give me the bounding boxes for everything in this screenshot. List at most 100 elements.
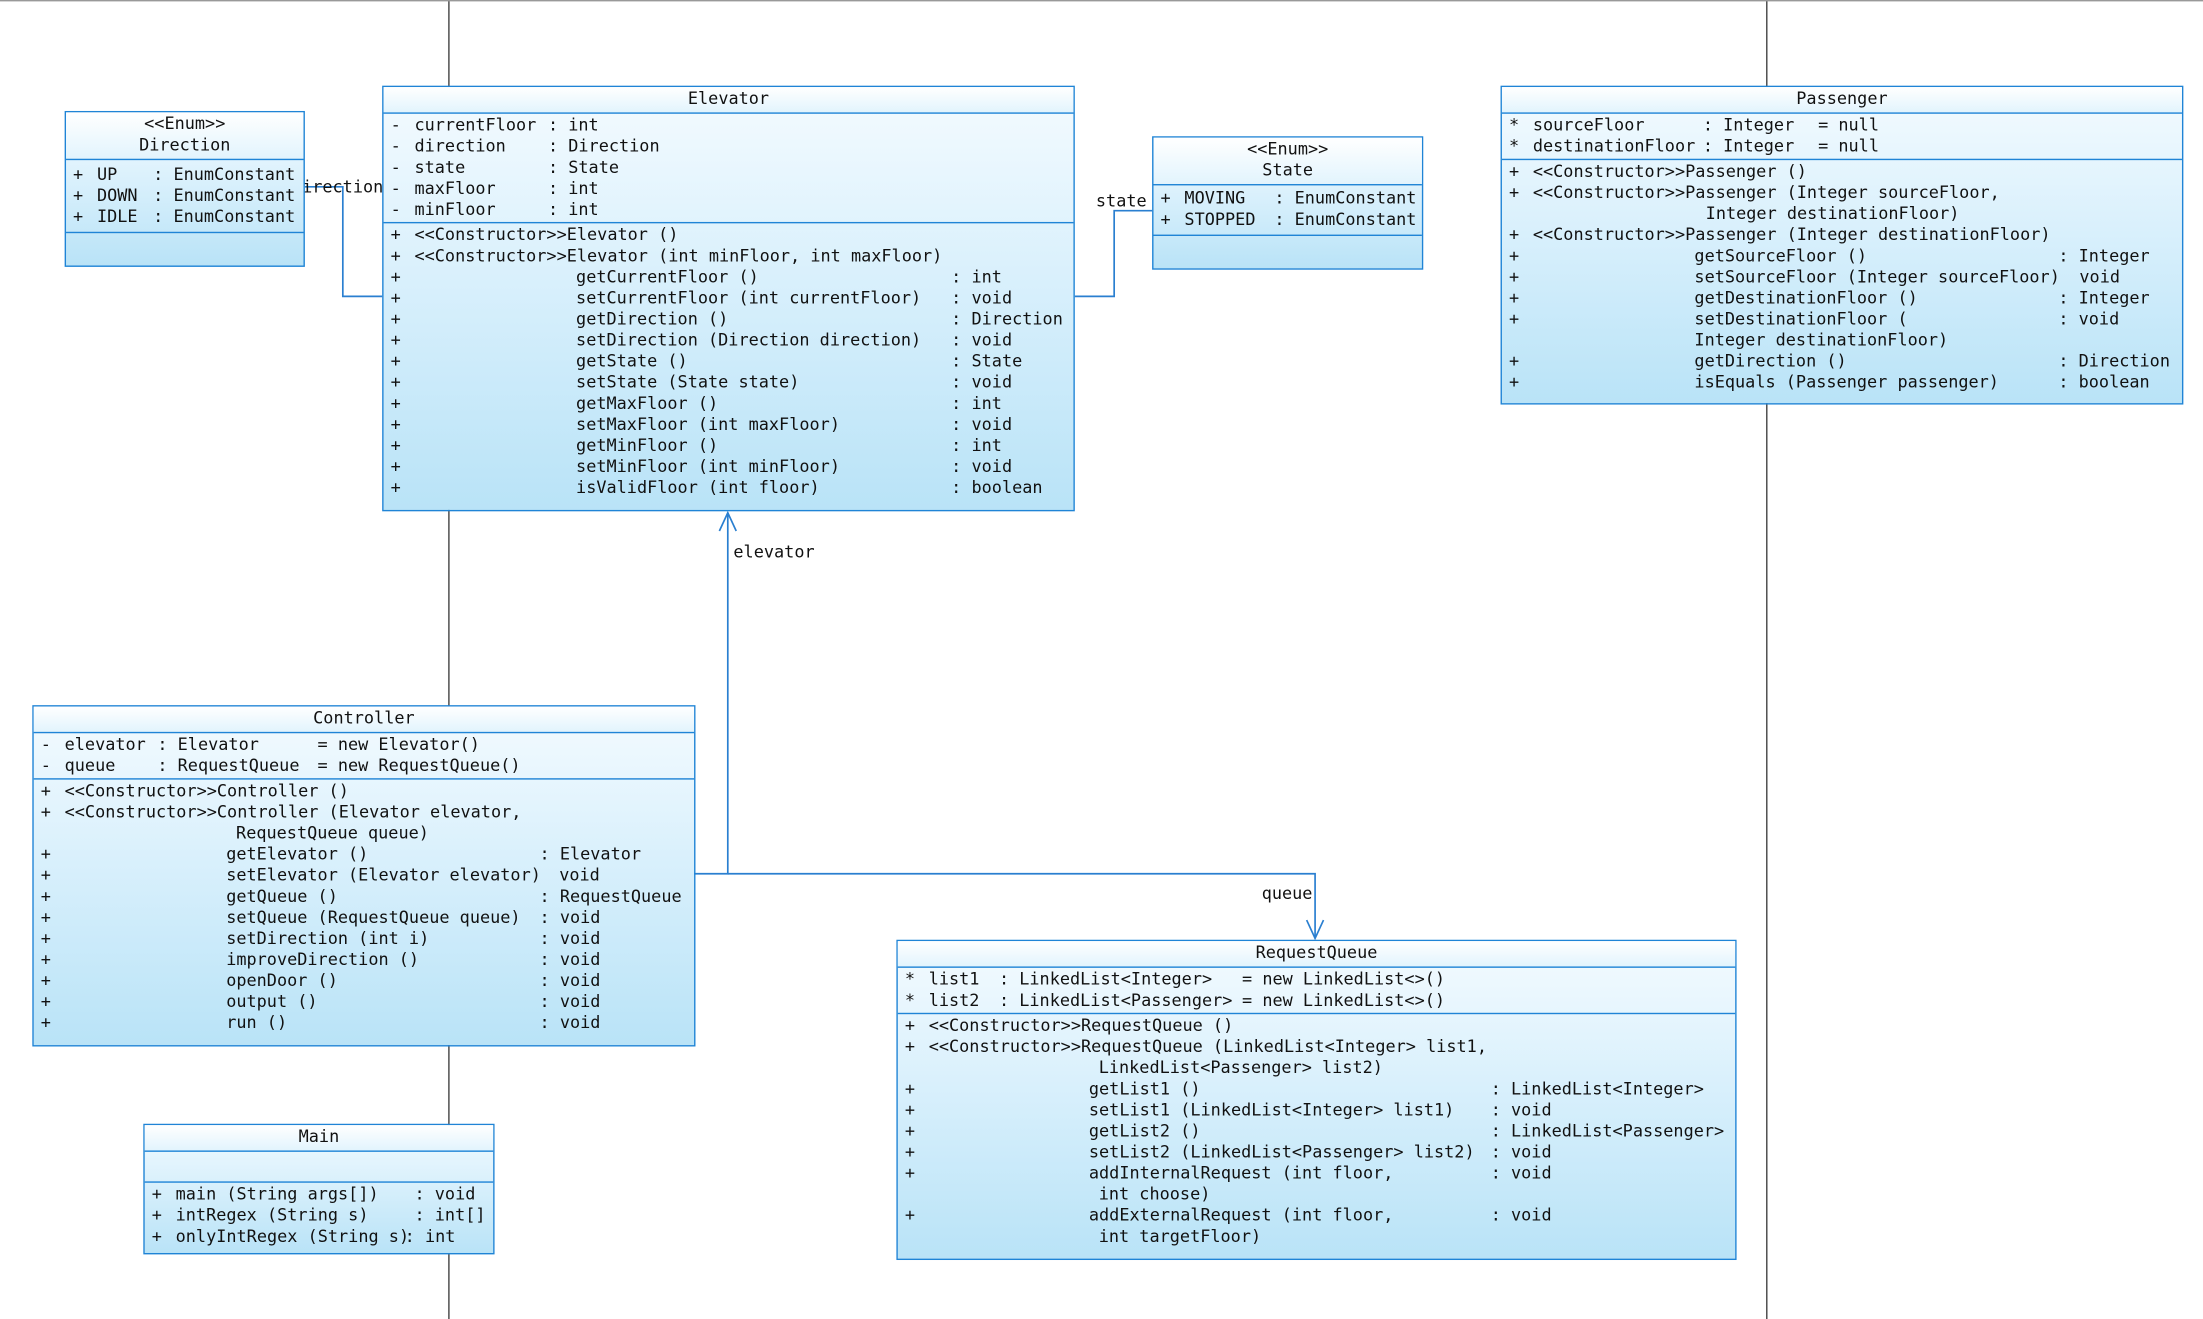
operation-signature: <<Constructor>>Elevator (int minFloor, i…: [414, 245, 943, 266]
state-enum-class[interactable]: <<Enum>> State +MOVING: EnumConstant +ST…: [1152, 136, 1424, 270]
direction-association: [304, 185, 383, 298]
class-header: Main: [144, 1125, 494, 1152]
passenger-class[interactable]: Passenger *sourceFloor: Integer= null *d…: [1500, 85, 2184, 405]
literal-type: : EnumConstant: [1274, 188, 1417, 208]
literal-name: DOWN: [96, 185, 138, 206]
operation-signature: getDestinationFloor (): [1694, 287, 1918, 308]
operation-row: +<<Constructor>>Passenger (Integer desti…: [1502, 225, 2182, 246]
operation-signature: <<Constructor>>RequestQueue (): [928, 1015, 1234, 1036]
visibility: +: [40, 844, 51, 864]
literal-row: +UP: EnumConstant: [66, 164, 303, 185]
operation-signature: output (): [226, 991, 318, 1012]
return-type: : void: [951, 456, 1013, 477]
attribute-name: maxFloor: [414, 178, 496, 199]
return-type: : int: [404, 1226, 456, 1246]
literal-name: STOPPED: [1184, 209, 1256, 229]
visibility: +: [1160, 188, 1171, 208]
return-type: : void: [1490, 1142, 1552, 1162]
attributes-compartment: *sourceFloor: Integer= null *destination…: [1501, 114, 2182, 161]
literal-row: +MOVING: EnumConstant: [1154, 188, 1422, 209]
operation-signature: setDirection (Direction direction): [576, 330, 922, 350]
visibility: +: [390, 224, 401, 245]
operation-signature: <<Constructor>>Controller (): [64, 781, 349, 801]
operation-signature: <<Constructor>>RequestQueue (LinkedList<…: [928, 1036, 1487, 1057]
class-header: Controller: [33, 706, 695, 734]
return-type: : int[]: [414, 1205, 486, 1225]
visibility: +: [151, 1205, 162, 1225]
elevator-role-label: elevator: [733, 542, 815, 562]
operation-row: +addInternalRequest (int floor,int choos…: [898, 1163, 1735, 1205]
operation-signature: getDirection (): [1694, 351, 1847, 371]
controller-class[interactable]: Controller -elevator: Elevator= new Elev…: [32, 705, 696, 1047]
attributes-compartment: -elevator: Elevator= new Elevator() -que…: [33, 733, 695, 780]
return-type: : Elevator: [539, 844, 642, 864]
stereotype: <<Enum>>: [1247, 139, 1329, 159]
operation-signature: getDirection (): [576, 309, 729, 329]
operation-signature: main (String args[]): [175, 1184, 379, 1204]
operation-row: +improveDirection (): void: [34, 950, 694, 971]
return-type: : Integer: [2058, 287, 2150, 308]
operation-signature: <<Constructor>>Passenger (Integer source…: [1532, 182, 2000, 203]
elevator-class[interactable]: Elevator -currentFloor: int -direction: …: [382, 85, 1075, 512]
attribute-row: -queue: RequestQueue= new RequestQueue(): [34, 756, 694, 777]
operation-row: +getQueue (): RequestQueue: [34, 886, 694, 907]
operation-row: +openDoor (): void: [34, 971, 694, 992]
return-type: : LinkedList<Passenger>: [1490, 1120, 1725, 1141]
main-class[interactable]: Main +main (String args[]): void +intReg…: [143, 1123, 495, 1255]
operation-signature: getSourceFloor (): [1694, 245, 1868, 266]
visibility: -: [390, 199, 401, 220]
operation-signature-cont: int targetFloor): [1098, 1226, 1262, 1246]
operation-row: +isValidFloor (int floor): boolean: [384, 478, 1074, 499]
class-name: Passenger: [1796, 88, 1888, 109]
visibility: -: [390, 115, 401, 135]
attributes-compartment: *list1: LinkedList<Integer>= new LinkedL…: [897, 968, 1736, 1015]
attribute-name: currentFloor: [414, 115, 537, 135]
literal-type: : EnumConstant: [1274, 209, 1417, 229]
operation-signature: getElevator (): [226, 844, 369, 864]
operation-row: +getDirection (): Direction: [384, 309, 1074, 330]
operation-signature: setSourceFloor (Integer sourceFloor): [1694, 266, 2060, 287]
enum-literals: +MOVING: EnumConstant + STOPPED : EnumCons…: [1153, 185, 1422, 236]
operation-row: +getState (): State: [384, 351, 1074, 372]
visibility: +: [40, 928, 51, 949]
operation-row: +setCurrentFloor (int currentFloor): voi…: [384, 288, 1074, 309]
literal-row: +IDLE: EnumConstant: [66, 206, 303, 227]
attribute-name: elevator: [64, 734, 146, 755]
elevator-arrowhead: [718, 510, 737, 532]
return-type: : void: [539, 991, 601, 1012]
requestqueue-class[interactable]: RequestQueue *list1: LinkedList<Integer>…: [896, 939, 1737, 1261]
operation-row: +setSourceFloor (Integer sourceFloor)voi…: [1502, 267, 2182, 288]
direction-enum-class[interactable]: <<Enum>> Direction +UP: EnumConstant +DO…: [64, 110, 305, 267]
class-name: Main: [298, 1126, 340, 1147]
class-name: Elevator: [687, 88, 770, 109]
operation-signature: getCurrentFloor (): [576, 266, 759, 287]
literal-row: +DOWN: EnumConstant: [66, 185, 303, 206]
visibility: +: [1508, 245, 1520, 266]
operations-compartment: +<<Constructor>>Passenger () +<<Construc…: [1502, 160, 2182, 395]
direction-role-label: irection: [302, 176, 384, 197]
operation-row: + getElevator () : Elevator: [34, 844, 694, 865]
operation-signature: setList2 (LinkedList<Passenger> list2): [1088, 1142, 1475, 1162]
return-type: : int: [951, 266, 1002, 287]
visibility: +: [904, 1078, 915, 1099]
attribute-type: : Elevator: [157, 734, 259, 755]
operation-signature: <<Constructor>>Controller (Elevator elev…: [64, 802, 522, 822]
operation-row: +<<Constructor>>Passenger (Integer sourc…: [1502, 183, 2182, 225]
visibility: +: [73, 206, 84, 227]
attribute-row: *sourceFloor: Integer= null: [1502, 115, 2182, 136]
operation-signature: setDirection (int i): [226, 928, 430, 949]
attribute-row: -maxFloor: int: [384, 178, 1074, 199]
visibility: +: [1160, 209, 1171, 229]
state-association: [1074, 209, 1153, 298]
attribute-row: -minFloor: int: [384, 199, 1074, 220]
visibility: +: [904, 1120, 915, 1141]
operation-signature: setElevator (Elevator elevator): [226, 865, 541, 885]
operation-row: +<<Constructor>>Controller (): [34, 781, 694, 802]
operation-signature: setState (State state): [576, 372, 800, 392]
visibility: +: [40, 1012, 51, 1033]
visibility: +: [904, 1163, 915, 1183]
attributes-compartment: -currentFloor: int -direction: Direction…: [383, 114, 1074, 224]
class-name: Controller: [313, 707, 415, 728]
